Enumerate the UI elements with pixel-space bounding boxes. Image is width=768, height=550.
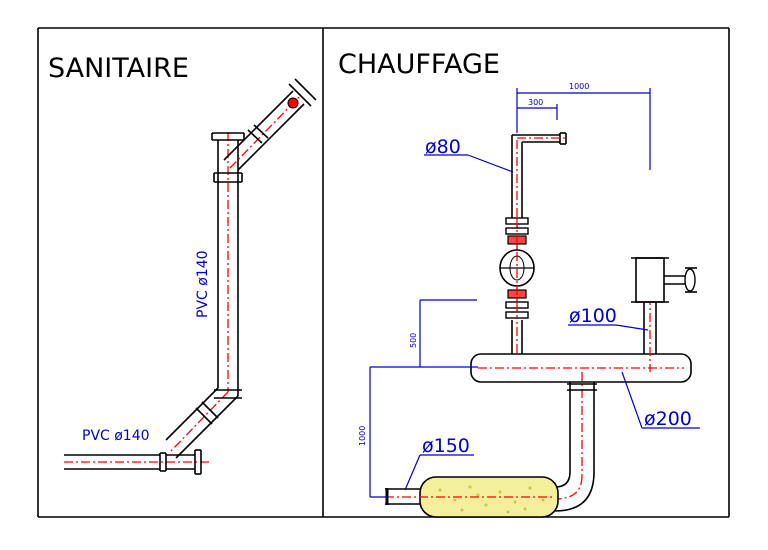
riser-d80: [511, 132, 567, 360]
sanitaire-horizontal-label: PVC ø140: [82, 428, 150, 444]
drop-d150: [554, 372, 597, 512]
drawing-frame: [37, 27, 730, 518]
chauffage-panel: CHAUFFAGE 1000 300: [338, 49, 700, 518]
chauffage-title: CHAUFFAGE: [338, 49, 500, 80]
branch-d100: [631, 257, 697, 372]
sanitaire-horizontal-pipe: [64, 449, 210, 475]
dim-top-short-label: 300: [528, 98, 543, 107]
top-dimensions: 1000 300: [516, 82, 651, 170]
dim-height-500-label: 500: [409, 333, 418, 348]
valve-assembly: [499, 217, 535, 320]
sanitaire-vertical-label: PVC ø140: [195, 250, 211, 318]
height-dimensions: 500 1000: [358, 299, 478, 498]
label-d80: ø80: [425, 136, 461, 158]
diameter-labels: ø80 ø100 ø200 ø150: [404, 136, 700, 491]
sanitaire-vertical-pipe: [211, 132, 245, 396]
sanitaire-panel: SANITAIRE: [48, 53, 317, 475]
header-d200: [470, 353, 692, 383]
dim-top-long-label: 1000: [569, 82, 589, 91]
sanitaire-title: SANITAIRE: [48, 53, 189, 84]
dim-height-1000-label: 1000: [358, 426, 367, 446]
sanitaire-upper-branch: [223, 78, 317, 171]
insulated-tank: [385, 476, 559, 518]
label-d150: ø150: [422, 435, 470, 457]
label-d100: ø100: [569, 305, 617, 327]
label-d200: ø200: [644, 408, 692, 430]
sanitaire-lower-bend: [165, 387, 242, 459]
